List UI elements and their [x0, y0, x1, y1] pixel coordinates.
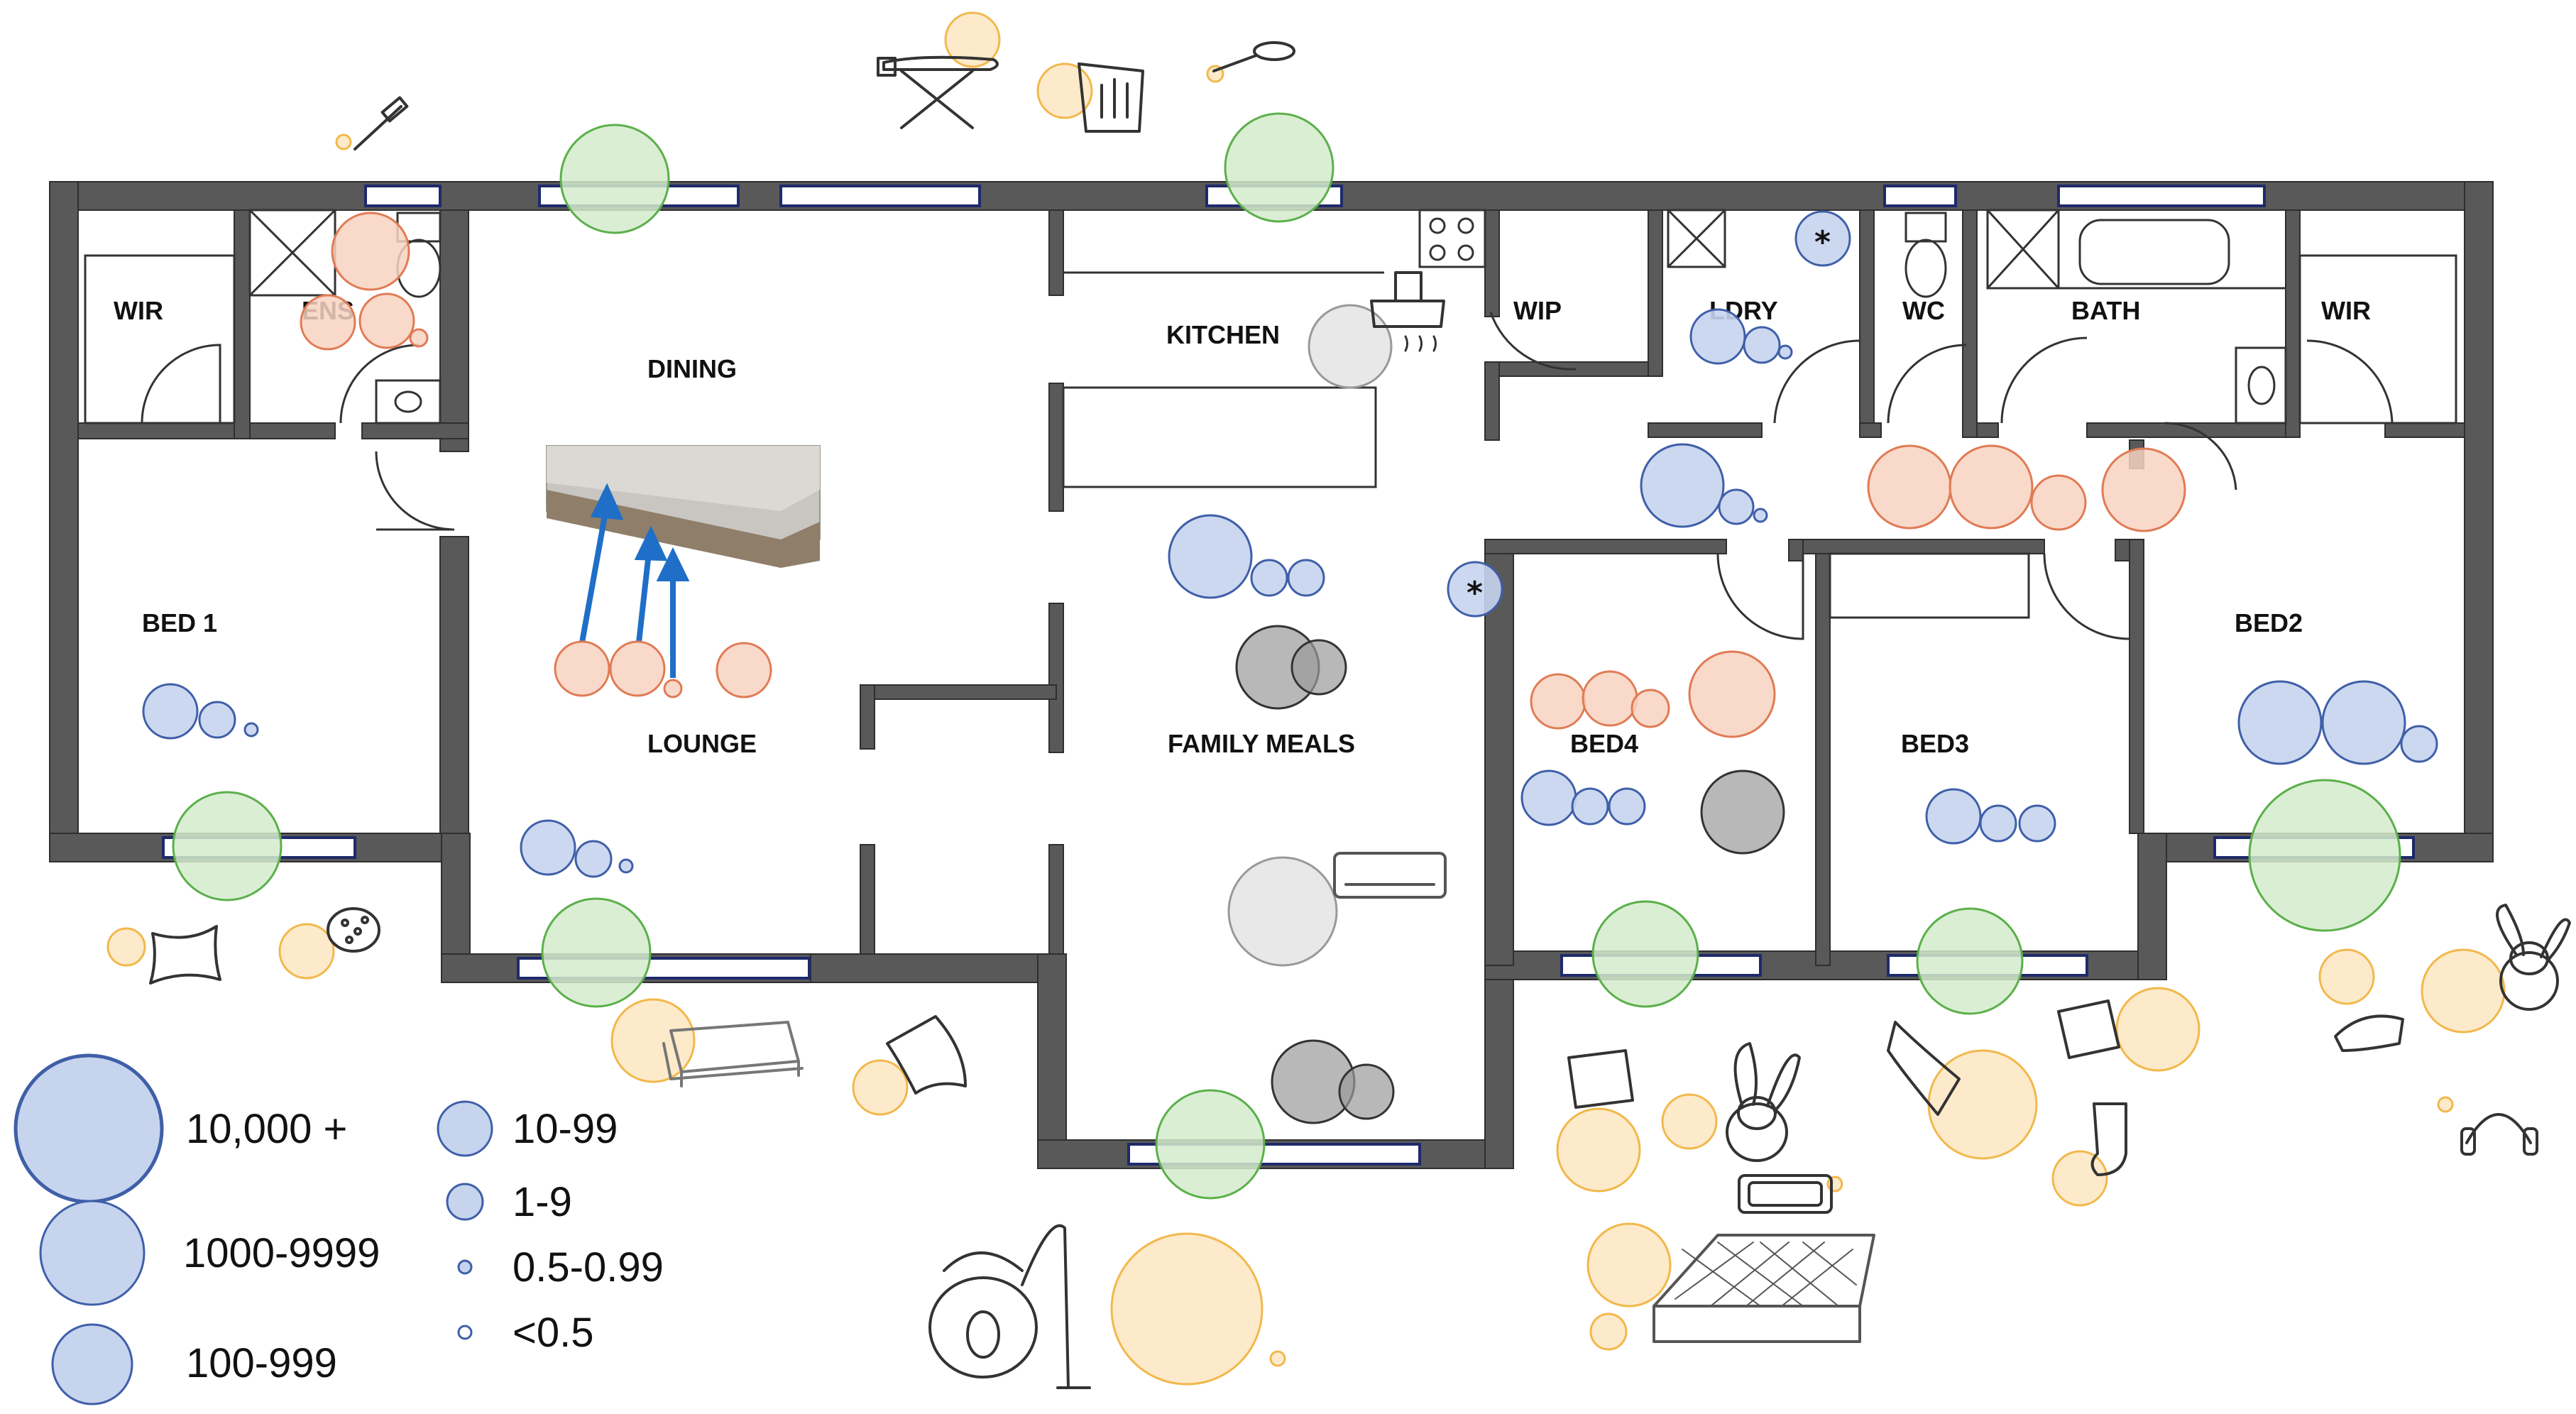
spoon-icon — [1212, 41, 1295, 72]
legend-swatch-lt-0.5 — [457, 1325, 473, 1340]
legend-label-1000-9999: 1000-9999 — [183, 1230, 380, 1276]
orange-bubbles — [300, 212, 2186, 738]
legend-label-10-99: 10-99 — [513, 1106, 618, 1152]
windows — [162, 185, 2415, 1166]
ironing-board-icon — [877, 55, 999, 129]
room-label-bed2: BED2 — [2235, 608, 2303, 637]
legend-swatch-1-9 — [446, 1183, 484, 1221]
room-label-kitchen: KITCHEN — [1166, 320, 1280, 349]
cushion-icon — [1567, 999, 2120, 1116]
legend-swatch-1000-9999 — [39, 1200, 146, 1306]
rug-icon — [1738, 1174, 1833, 1214]
cushion-icon — [886, 1015, 967, 1095]
asterisk-markers: * * — [1467, 224, 1831, 611]
room-label-family-meals: FAMILY MEALS — [1168, 729, 1355, 758]
vanity-basin — [375, 379, 442, 424]
legend-swatch-0.5-0.99 — [457, 1259, 473, 1275]
room-labels: WIR ENS DINING KITCHEN WIP LDRY WC BATH … — [114, 296, 2371, 758]
legend-swatch-10000-plus — [13, 1053, 164, 1204]
room-label-wir-right: WIR — [2321, 296, 2371, 325]
walls — [49, 181, 2494, 1169]
headphones-icon — [2460, 1113, 2538, 1156]
legend-label-1-9: 1-9 — [513, 1179, 572, 1225]
legend: 10,000 + 1000-9999 100-999 10-99 1-9 0.5… — [13, 1053, 664, 1405]
pillow-icon — [149, 925, 221, 985]
pencil-case-icon — [2334, 1014, 2404, 1052]
bubbles — [106, 11, 2506, 1386]
arrows — [579, 483, 690, 678]
asterisk-marker: * — [1814, 224, 1831, 261]
legend-label-100-999: 100-999 — [186, 1340, 337, 1386]
vacuum-cleaner-icon — [928, 1224, 1091, 1389]
sponge-icon — [327, 907, 380, 953]
legend-swatch-10-99 — [437, 1100, 493, 1157]
mattress-icon — [1653, 1234, 1875, 1343]
grey-bubbles — [1235, 625, 1785, 1124]
cooktop-icon — [1418, 209, 1486, 268]
green-bubbles — [172, 112, 2401, 1200]
room-label-wir-left: WIR — [114, 296, 163, 325]
kitchen-island — [1062, 386, 1377, 488]
legend-label-lt-0.5: <0.5 — [513, 1310, 594, 1356]
room-label-wip: WIP — [1513, 296, 1562, 325]
icons — [149, 41, 2571, 1389]
room-label-bed3: BED3 — [1901, 729, 1969, 758]
door-swings — [141, 312, 2394, 640]
room-label-wc: WC — [1902, 296, 1945, 325]
fixtures — [84, 209, 2457, 619]
yellow-bubbles — [106, 11, 2506, 1386]
range-hood-icon — [1370, 271, 1445, 352]
bathtub — [2078, 219, 2230, 285]
room-label-bed1: BED 1 — [142, 608, 217, 637]
legend-label-0.5-0.99: 0.5-0.99 — [513, 1244, 664, 1290]
sofa-icon — [662, 1021, 804, 1087]
air-conditioner-icon — [1333, 852, 1447, 899]
lightgrey-bubbles — [1227, 304, 1393, 967]
vanity-basin — [2235, 346, 2287, 424]
blue-bubbles — [142, 210, 2438, 878]
cleaning-cloth-icon — [1078, 62, 1144, 133]
asterisk-marker: * — [1467, 575, 1483, 611]
legend-label-10000-plus: 10,000 + — [186, 1106, 347, 1152]
room-label-bath: BATH — [2071, 296, 2140, 325]
legend-swatch-100-999 — [51, 1323, 133, 1405]
carpet-cross-section-photo — [546, 445, 821, 568]
sock-icon — [2090, 1102, 2127, 1176]
toothbrush-icon — [353, 96, 409, 150]
room-label-dining: DINING — [647, 354, 737, 383]
room-label-bed4: BED4 — [1570, 729, 1638, 758]
toilet — [1904, 239, 1947, 298]
room-label-lounge: LOUNGE — [647, 729, 757, 758]
teddy-bunny-icon — [1726, 904, 2571, 1162]
